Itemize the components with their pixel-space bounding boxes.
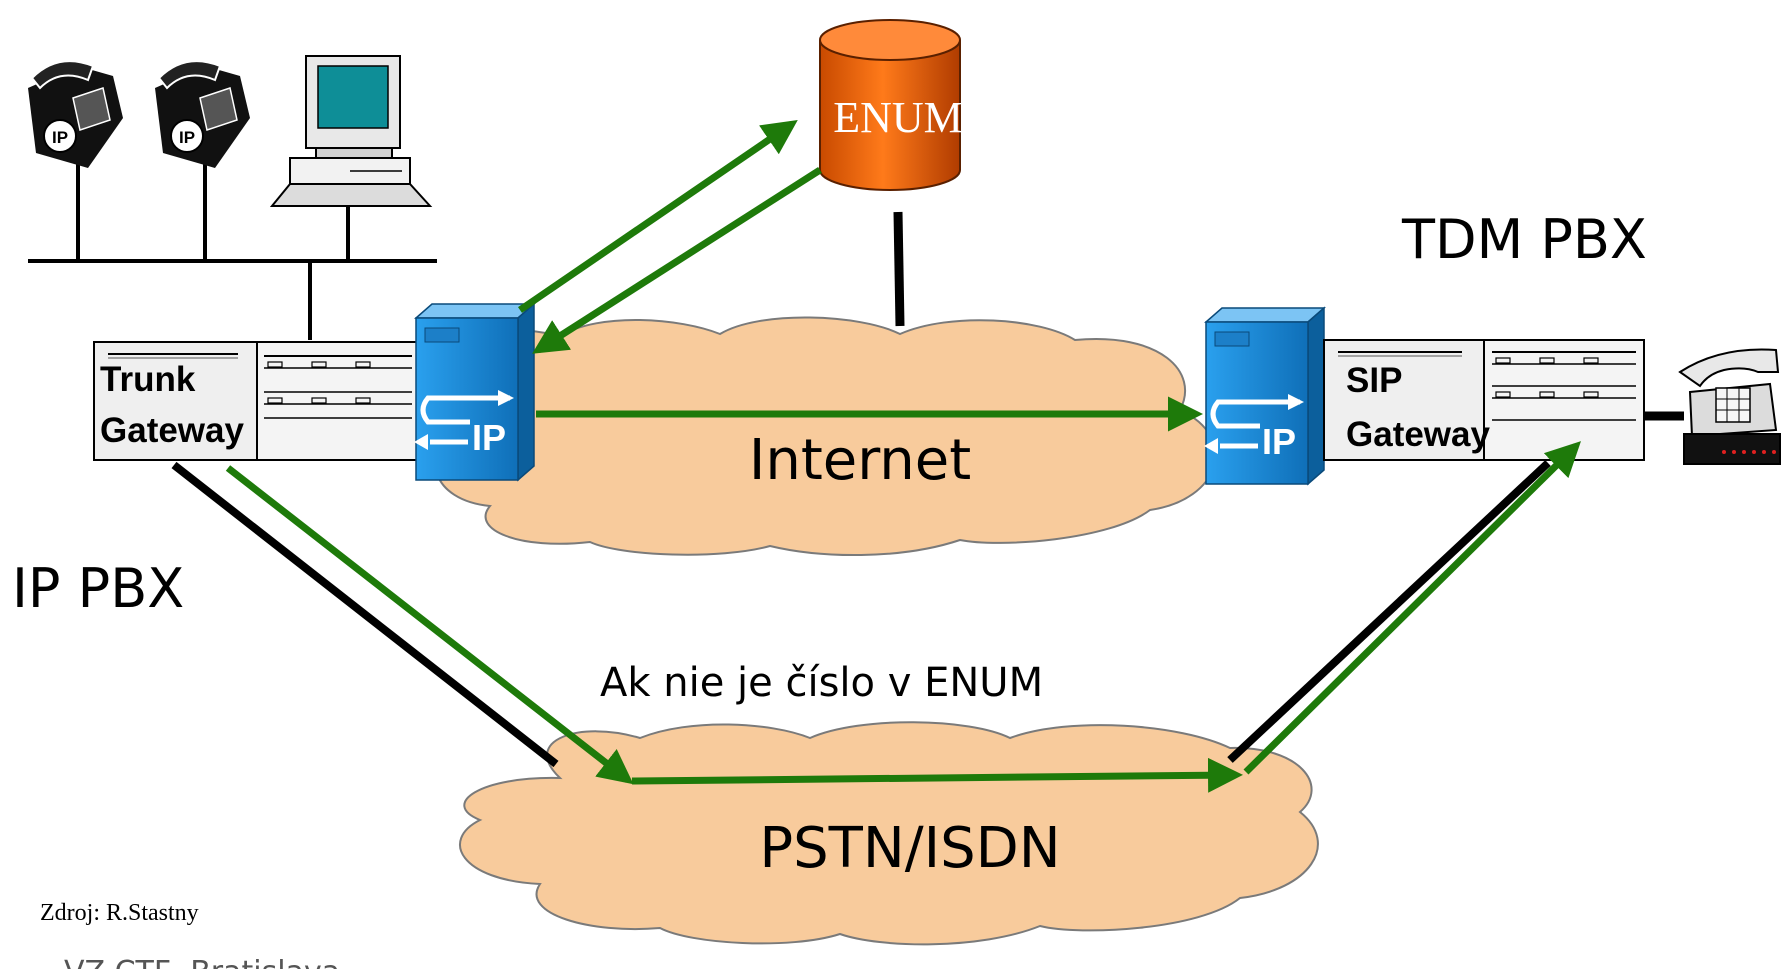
ip-phone-icon: IP <box>28 60 123 168</box>
sip-logo-label: IP <box>472 417 506 458</box>
enum-label: ENUM <box>833 93 963 142</box>
fallback-to-pstn-arrow <box>225 465 634 785</box>
enum-database-icon: ENUM <box>819 19 963 191</box>
pstn-transit-arrow <box>631 757 1243 793</box>
computer-icon <box>269 55 433 207</box>
internet-cloud <box>433 316 1217 556</box>
trunk-gateway-device: Trunk Gateway <box>93 341 421 461</box>
enum-link <box>893 211 905 327</box>
sip-pstn-link <box>1227 460 1551 763</box>
trunk-gateway-label: Trunk <box>100 360 196 399</box>
sip-server-right-icon: IP <box>1204 306 1326 486</box>
sip-logo-label: IP <box>1262 421 1296 462</box>
source-credit: Zdroj: R.Stastny <box>40 900 199 926</box>
sip-server-left-icon: IP <box>414 302 536 482</box>
trunk-pstn-link <box>171 461 559 768</box>
ip-phone-badge: IP <box>52 128 68 147</box>
pstn-label: PSTN/ISDN <box>759 816 1060 881</box>
call-flow-arrows <box>225 120 1581 793</box>
trunk-gateway-label: Gateway <box>100 411 244 450</box>
footer-text: VZ CTF, Bratislava <box>64 955 340 969</box>
internet-label: Internet <box>749 428 971 493</box>
pstn-to-gateway-arrow <box>1243 441 1581 775</box>
enum-response-arrow <box>532 167 822 354</box>
sip-gateway-label: Gateway <box>1346 415 1490 454</box>
query-enum-arrow <box>518 120 798 313</box>
ip-pbx-label: IP PBX <box>12 557 184 620</box>
ip-phone-badge: IP <box>179 128 195 147</box>
ip-phone-icon: IP <box>155 60 250 168</box>
tdm-pbx-label: TDM PBX <box>1401 208 1647 271</box>
sip-gateway-label: SIP <box>1346 361 1402 400</box>
desk-phone-icon <box>1678 348 1781 465</box>
not-in-enum-label: Ak nie je číslo v ENUM <box>600 660 1043 706</box>
sip-gateway-device: SIP Gateway <box>1323 339 1645 461</box>
